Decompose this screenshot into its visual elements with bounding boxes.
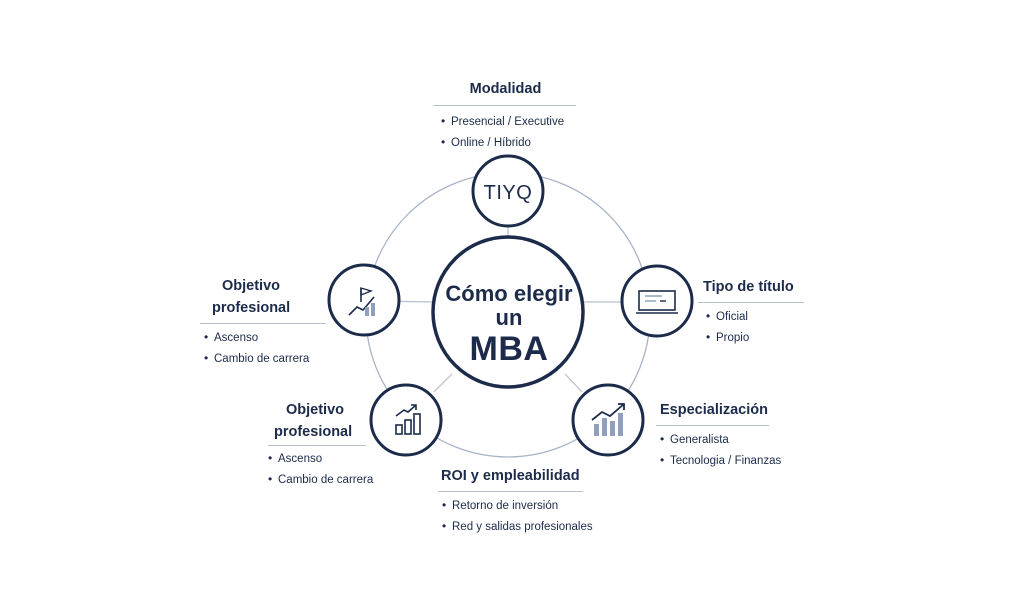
roi-bullets: Retorno de inversión Red y salidas profe… <box>438 495 593 537</box>
center-title: Cómo elegir un MBA <box>434 281 584 369</box>
connector-bottom-left <box>433 373 453 393</box>
list-item: Oficial <box>706 306 804 327</box>
objetivo-left-bullets: Ascenso Cambio de carrera <box>200 327 330 369</box>
list-item: Tecnologia / Finanzas <box>660 450 781 471</box>
objetivo-left-divider <box>200 323 326 324</box>
node-objetivo-bottom <box>369 383 443 457</box>
objetivo-bottom-bullets: Ascenso Cambio de carrera <box>262 448 382 490</box>
center-title-line2: un <box>495 305 523 330</box>
roi-divider <box>438 491 583 492</box>
list-item: Online / Híbrido <box>441 132 578 153</box>
label-roi: ROI y empleabilidad Retorno de inversión… <box>438 465 593 537</box>
list-item: Cambio de carrera <box>204 348 330 369</box>
center-circle <box>431 235 585 389</box>
label-tipo-titulo: Tipo de título Oficial Propio <box>698 276 804 348</box>
modalidad-title: Modalidad <box>469 81 542 97</box>
goal-flag-icon <box>348 287 375 316</box>
especializacion-title: Especialización <box>660 402 768 418</box>
modalidad-divider <box>433 105 576 106</box>
node-especializacion <box>571 383 645 457</box>
node-tipo-titulo <box>620 264 694 338</box>
bar-growth-icon <box>395 404 421 435</box>
center-title-line3: MBA <box>469 330 549 368</box>
list-item: Propio <box>706 327 804 348</box>
roi-title: ROI y empleabilidad <box>441 468 580 484</box>
list-item: Retorno de inversión <box>442 495 588 516</box>
connector-bottom-right <box>564 373 583 393</box>
label-objetivo-bottom: Objetivo profesional Ascenso Cambio de c… <box>262 399 382 490</box>
growth-chart-icon <box>591 403 625 436</box>
certificate-icon <box>636 290 678 314</box>
label-objetivo-left: Objetivo profesional Ascenso Cambio de c… <box>200 275 330 369</box>
label-especializacion: Especialización Generalista Tecnologia /… <box>656 399 781 471</box>
list-item: Ascenso <box>204 327 330 348</box>
node-modalidad: TIYQ <box>471 154 545 228</box>
tipo-titulo-title: Tipo de título <box>703 279 794 295</box>
objetivo-bottom-title-2: profesional <box>274 424 353 440</box>
objetivo-bottom-divider <box>268 445 366 446</box>
objetivo-left-title-1: Objetivo <box>222 278 281 294</box>
tipo-titulo-bullets: Oficial Propio <box>698 306 804 348</box>
list-item: Ascenso <box>268 448 382 469</box>
list-item: Generalista <box>660 429 771 450</box>
objetivo-bottom-title-1: Objetivo <box>286 402 345 418</box>
objetivo-left-title-2: profesional <box>212 300 291 316</box>
especializacion-bullets: Generalista Tecnologia / Finanzas <box>656 429 781 471</box>
list-item: Red y salidas profesionales <box>442 516 593 537</box>
modalidad-bullets: Presencial / Executive Online / Híbrido <box>433 111 578 153</box>
list-item: Presencial / Executive <box>441 111 578 132</box>
center-title-line1: Cómo elegir <box>445 281 573 306</box>
label-modalidad: Modalidad Presencial / Executive Online … <box>433 78 578 153</box>
node-objetivo-left <box>327 263 401 337</box>
list-item: Cambio de carrera <box>268 469 382 490</box>
tipo-titulo-divider <box>698 302 804 303</box>
modalidad-icon: TIYQ <box>484 182 533 204</box>
especializacion-divider <box>656 425 769 426</box>
